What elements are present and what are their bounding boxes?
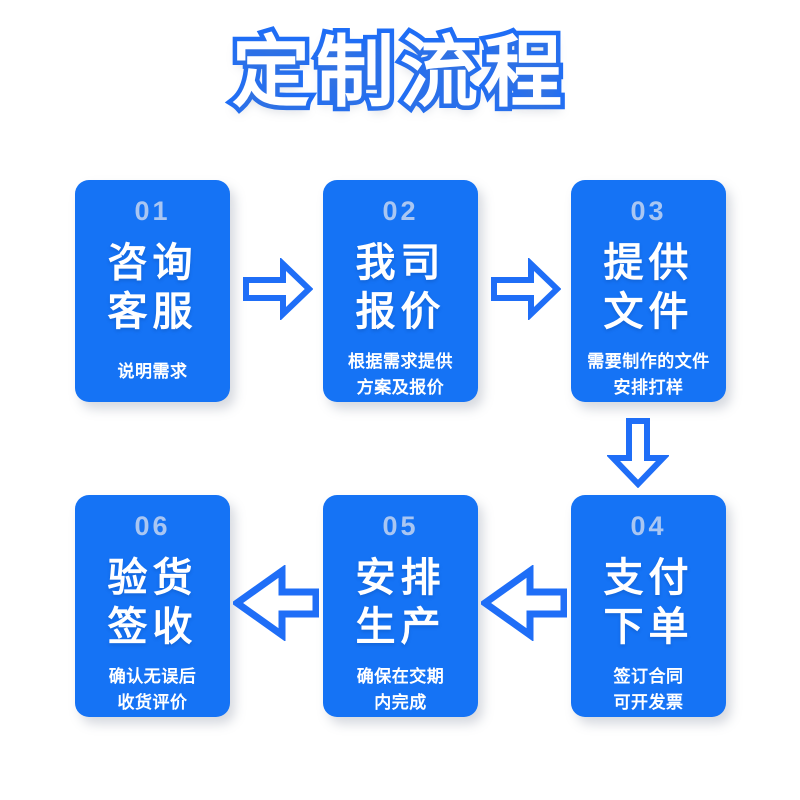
step-description: 根据需求提供 方案及报价	[348, 349, 453, 402]
step-description: 确保在交期 内完成	[357, 664, 445, 717]
page-title: 定制流程	[227, 27, 568, 118]
step-description-line: 签订合同	[613, 666, 684, 686]
step-title: 支付 下单	[604, 554, 694, 652]
step-description-line: 方案及报价	[356, 377, 445, 397]
step-title-line: 验货	[107, 556, 198, 600]
step-title-line: 文件	[603, 289, 694, 334]
step-title: 我司 报价	[356, 239, 446, 337]
step-title-line: 签收	[107, 604, 198, 649]
step-title-line: 安排	[355, 556, 446, 600]
step-card-05[interactable]: 05 安排 生产 确保在交期 内完成	[323, 495, 478, 717]
step-description-line: 内完成	[374, 692, 427, 712]
step-title-line: 支付	[603, 556, 694, 600]
step-title: 安排 生产	[356, 554, 446, 652]
step-description-line: 可开发票	[613, 692, 684, 712]
arrow-right-icon	[491, 258, 561, 320]
arrow-right-icon	[243, 258, 313, 320]
step-title-line: 下单	[603, 604, 694, 649]
step-title-line: 我司	[355, 241, 446, 285]
step-description: 确认无误后 收货评价	[109, 664, 197, 717]
step-description-line: 确认无误后	[108, 666, 197, 686]
step-card-01[interactable]: 01 咨询 客服 说明需求	[75, 180, 230, 402]
arrow-left-icon	[481, 565, 567, 641]
step-description-line: 说明需求	[117, 361, 188, 381]
step-number: 05	[382, 511, 419, 541]
step-card-03[interactable]: 03 提供 文件 需要制作的文件 安排打样	[571, 180, 726, 402]
step-description-line: 需要制作的文件	[587, 351, 710, 371]
step-description-line: 安排打样	[613, 377, 684, 397]
step-number: 02	[382, 196, 419, 226]
arrow-down-icon	[607, 418, 669, 488]
poster-title-wrap: 定制流程	[0, 27, 800, 118]
step-title-line: 报价	[355, 289, 446, 334]
step-card-02[interactable]: 02 我司 报价 根据需求提供 方案及报价	[323, 180, 478, 402]
step-card-04[interactable]: 04 支付 下单 签订合同 可开发票	[571, 495, 726, 717]
step-title-line: 客服	[107, 289, 198, 334]
step-description-line: 确保在交期	[356, 666, 445, 686]
step-description: 说明需求	[118, 359, 188, 385]
step-number: 06	[134, 511, 171, 541]
step-number: 04	[630, 511, 667, 541]
step-description: 需要制作的文件 安排打样	[587, 349, 710, 402]
step-description-line: 根据需求提供	[348, 351, 453, 371]
step-number: 03	[630, 196, 667, 226]
step-description-line: 收货评价	[117, 692, 188, 712]
step-description: 签订合同 可开发票	[614, 664, 684, 717]
step-title-line: 生产	[355, 604, 446, 649]
arrow-left-icon	[233, 565, 319, 641]
step-title: 验货 签收	[108, 554, 198, 652]
step-number: 01	[134, 196, 171, 226]
step-title-line: 提供	[603, 241, 694, 285]
step-title-line: 咨询	[107, 241, 198, 285]
step-title: 提供 文件	[604, 239, 694, 337]
step-title: 咨询 客服	[108, 239, 198, 337]
step-card-06[interactable]: 06 验货 签收 确认无误后 收货评价	[75, 495, 230, 717]
